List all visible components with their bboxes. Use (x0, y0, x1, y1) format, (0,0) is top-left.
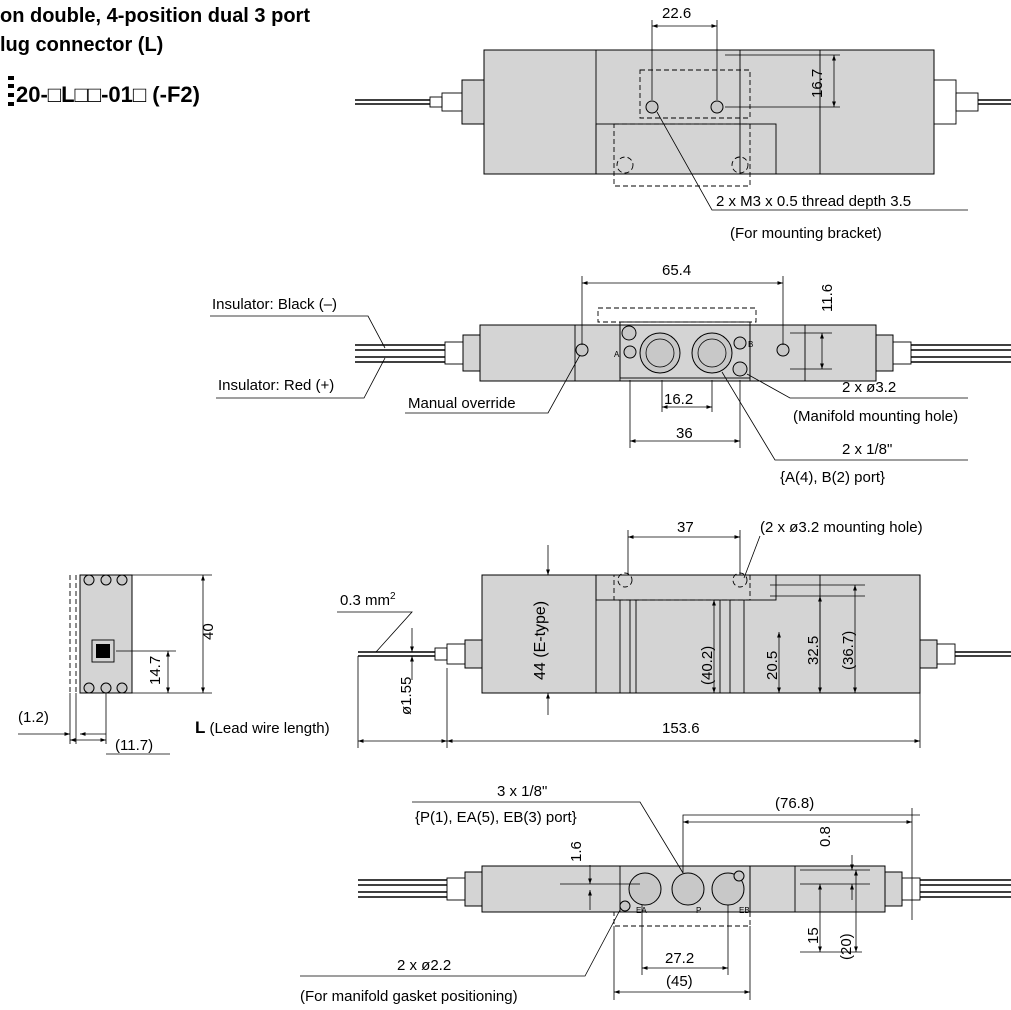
dim-40: 40 (200, 623, 217, 640)
header-line-2: lug connector (L) (0, 34, 163, 56)
port-note: {A(4), B(2) port} (780, 469, 885, 486)
insulator-red-label: Insulator: Red (+) (218, 377, 334, 394)
dim-1-6: 1.6 (568, 841, 585, 862)
top-view (355, 20, 1011, 211)
port-a-mark: A (614, 350, 620, 359)
dim-40-2: (40.2) (699, 646, 716, 685)
header-line-1: on double, 4-position dual 3 port (0, 5, 310, 27)
dim-27-2: 27.2 (665, 950, 694, 967)
lead-length-symbol: L (195, 718, 205, 737)
port-p-mark: P (696, 906, 701, 915)
dim-65-4: 65.4 (662, 262, 691, 279)
dim-15: 15 (805, 927, 822, 944)
hole-label: 2 x ø3.2 (842, 379, 896, 396)
dim-20: (20) (838, 933, 855, 960)
dim-44-e-type: 44 (E-type) (532, 601, 549, 680)
port-eb-mark: EB (739, 906, 750, 915)
manual-override-label: Manual override (408, 395, 516, 412)
dim-153-6: 153.6 (662, 720, 700, 737)
insulator-black-label: Insulator: Black (–) (212, 296, 337, 313)
wire-section-sup: 2 (390, 591, 396, 602)
dim-16-2: 16.2 (664, 391, 693, 408)
bottom-port-label: 3 x 1/8" (497, 783, 547, 800)
mount-hole-label: (2 x ø3.2 mounting hole) (760, 519, 923, 536)
front-view (337, 530, 1011, 748)
dim-45: (45) (666, 973, 693, 990)
lead-length-note: (Lead wire length) (205, 720, 329, 737)
dim-76-8: (76.8) (775, 795, 814, 812)
header: on double, 4-position dual 3 port lug co… (0, 5, 310, 107)
port-view (210, 276, 1011, 461)
thread-label: 2 x M3 x 0.5 thread depth 3.5 (716, 193, 911, 210)
dim-1-55: ø1.55 (398, 677, 415, 715)
port-label: 2 x 1/8" (842, 441, 892, 458)
wire-section-label: 0.3 mm2 (340, 591, 396, 609)
model-number: 20-□L□□-01□ (-F2) (16, 82, 200, 107)
end-view (18, 574, 212, 755)
bottom-view (300, 801, 1011, 1000)
hole-note: (Manifold mounting hole) (793, 408, 958, 425)
dim-32-5: 32.5 (805, 636, 822, 665)
model-prefix-glyph (8, 76, 14, 106)
dim-0-8: 0.8 (817, 826, 834, 847)
lead-length-label: L (Lead wire length) (195, 718, 330, 737)
dim-37: 37 (677, 519, 694, 536)
dim-36: 36 (676, 425, 693, 442)
bottom-port-note: {P(1), EA(5), EB(3) port} (415, 809, 577, 826)
dim-20-5: 20.5 (764, 651, 781, 680)
dim-1-2: (1.2) (18, 709, 49, 726)
dim-16-7: 16.7 (809, 69, 826, 98)
wire-section-value: 0.3 mm (340, 592, 390, 609)
port-b-mark: B (748, 340, 753, 349)
port-ea-mark: EA (636, 906, 647, 915)
dim-22-6: 22.6 (662, 5, 691, 22)
gasket-label: 2 x ø2.2 (397, 957, 451, 974)
dim-36-7: (36.7) (840, 631, 857, 670)
dim-14-7: 14.7 (147, 656, 164, 685)
thread-note: (For mounting bracket) (730, 225, 882, 242)
gasket-note: (For manifold gasket positioning) (300, 988, 518, 1005)
dim-11-7: (11.7) (115, 737, 153, 754)
dim-11-6: 11.6 (819, 284, 836, 312)
